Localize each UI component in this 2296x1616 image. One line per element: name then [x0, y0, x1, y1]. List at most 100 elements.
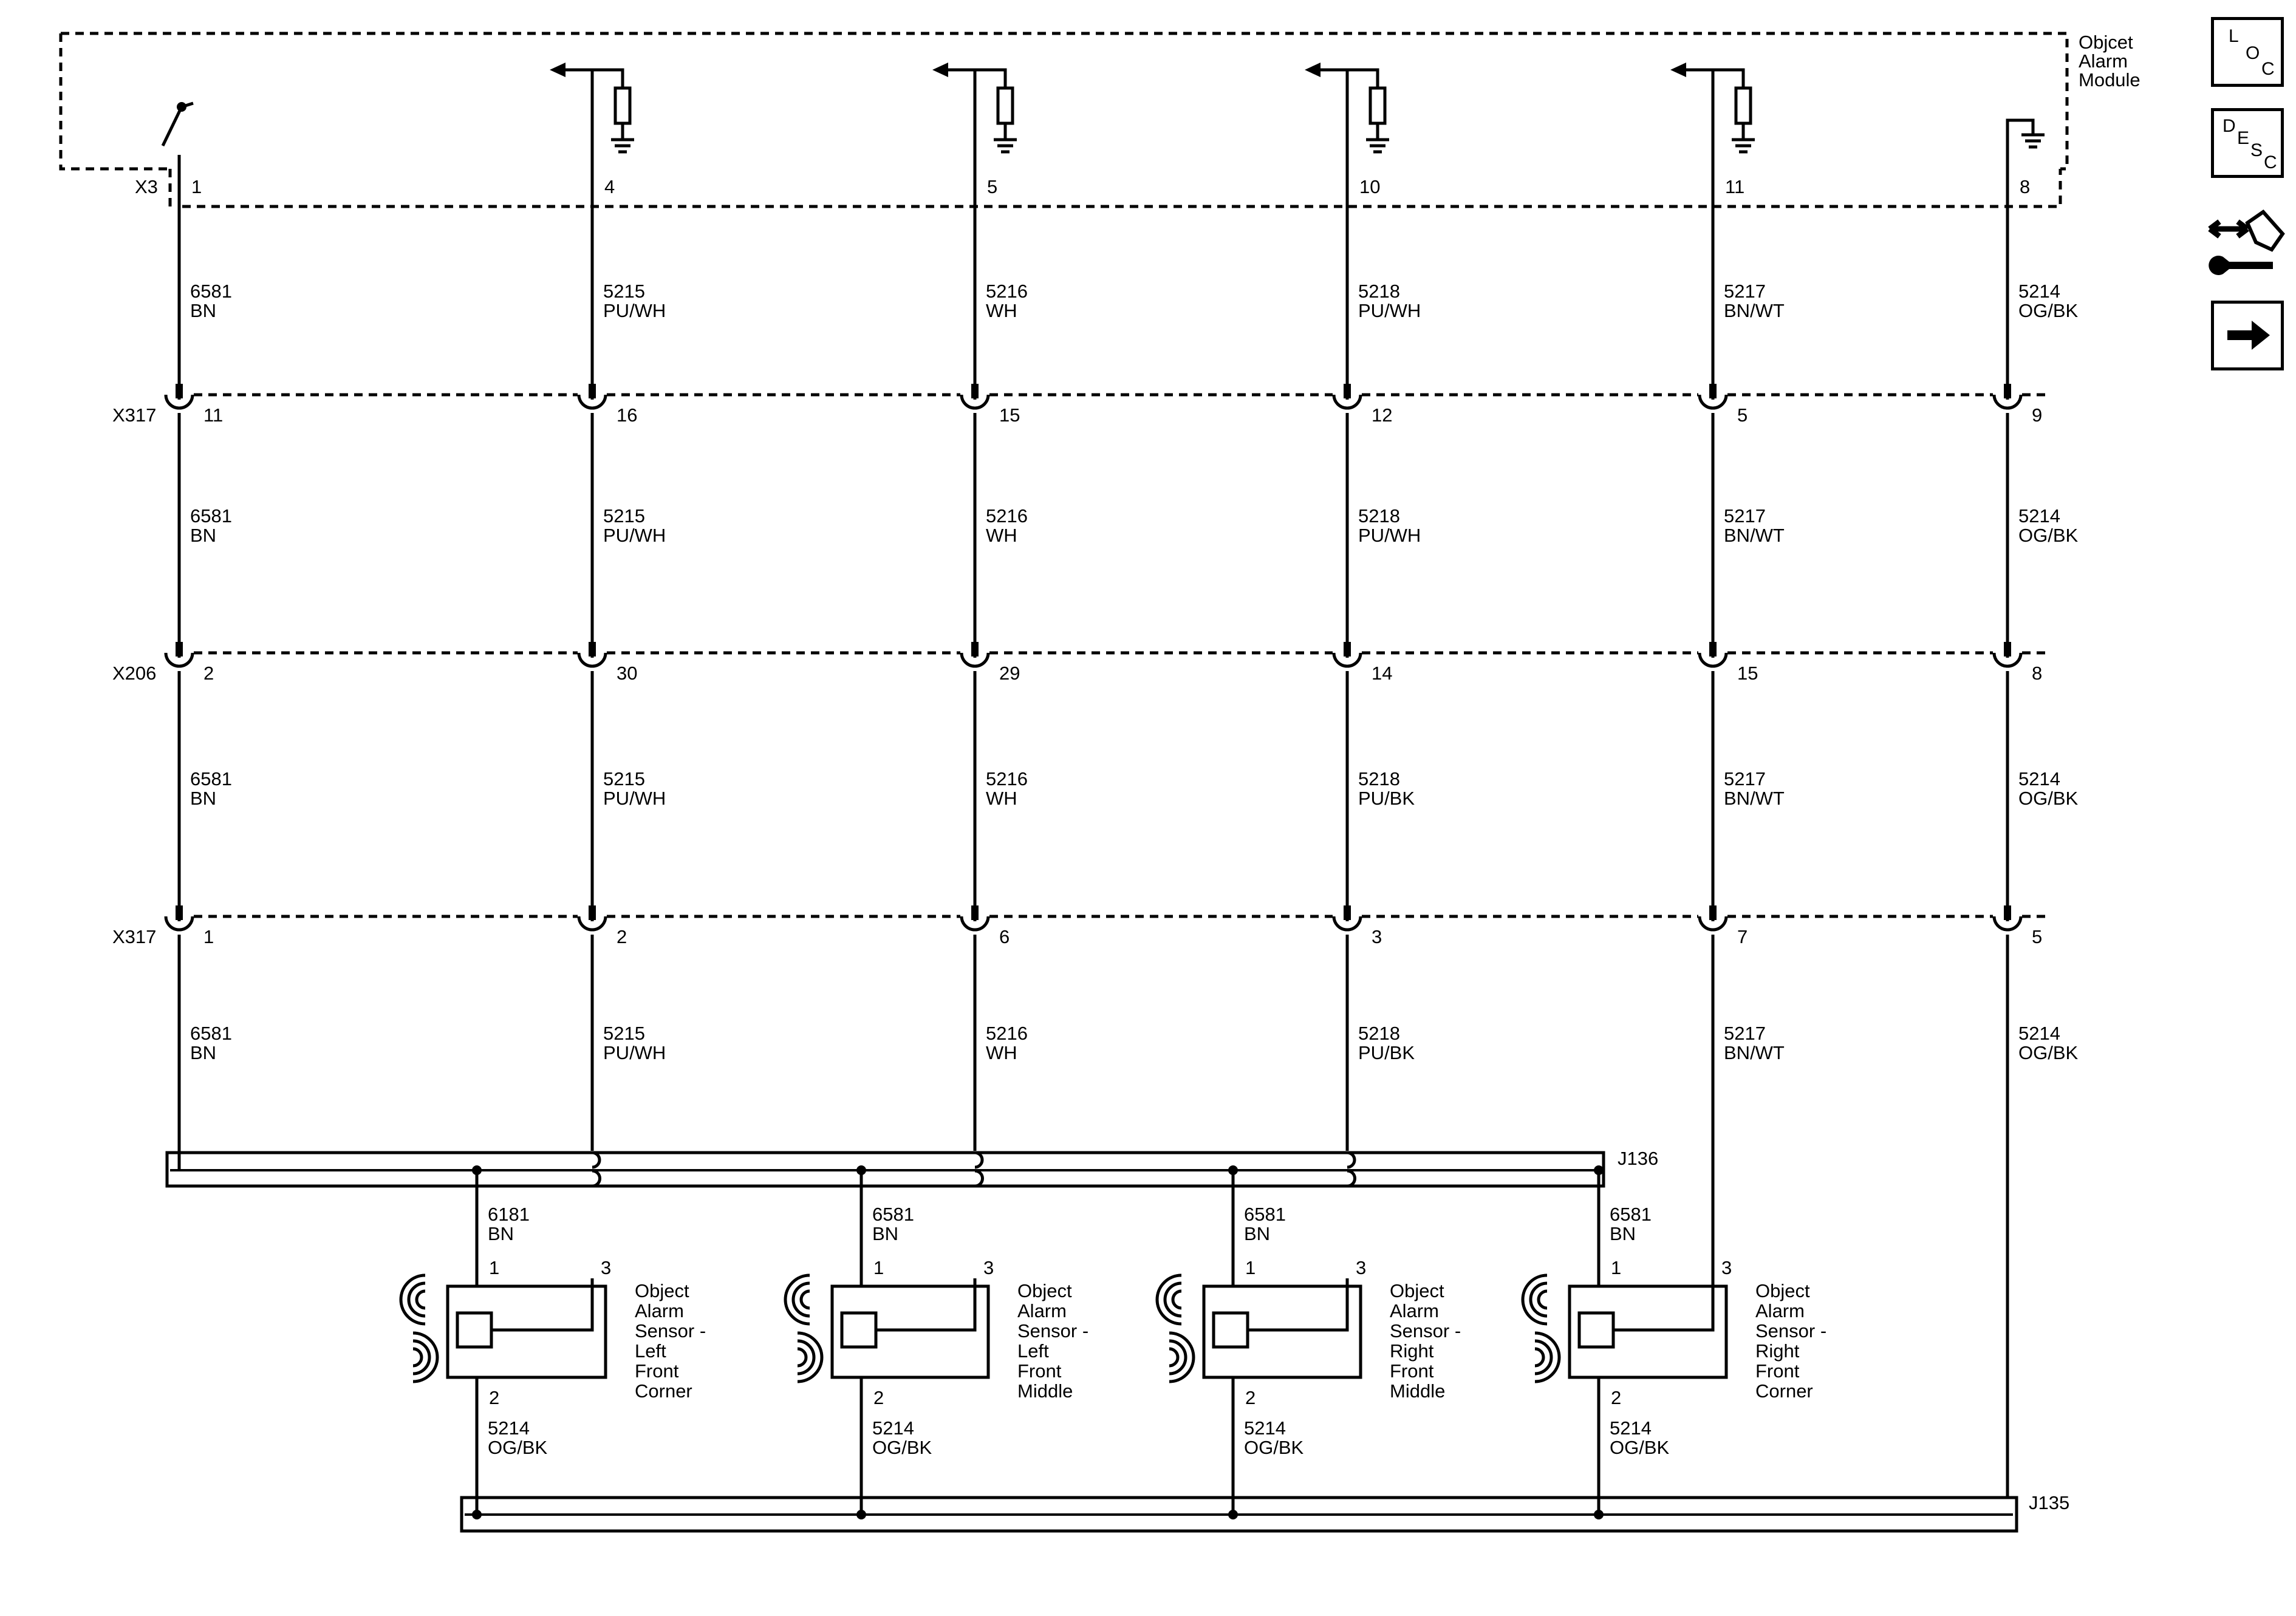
connector-pin-label: 30 — [617, 663, 637, 684]
wire-circuit-number: 5218 — [1358, 1023, 1400, 1044]
sensor-pin-3: 3 — [1356, 1257, 1366, 1278]
connector-cavity — [577, 384, 607, 410]
connector-cavity — [1698, 384, 1728, 410]
wire-color-code: WH — [986, 300, 1017, 321]
ultrasonic-wave-icon — [1155, 1273, 1195, 1383]
sensor-name-line: Sensor - — [1390, 1320, 1461, 1342]
wire-color-code: WH — [986, 788, 1017, 809]
sensor-name-line: Alarm — [1755, 1300, 1805, 1321]
module-name-line-1: Objcet — [2079, 32, 2133, 53]
sensor-name-line: Object — [1017, 1280, 1072, 1301]
sensor-output-circuit: 5214 — [872, 1417, 914, 1439]
description-letter-e: E — [2237, 128, 2250, 148]
sensor-input-color: BN — [488, 1223, 514, 1244]
wire-circuit-number: 5218 — [1358, 768, 1400, 789]
next-button[interactable] — [2211, 301, 2284, 370]
connector-pin-label: 9 — [2032, 404, 2042, 426]
sensor-pin-1: 1 — [1245, 1257, 1256, 1278]
sensor-name-line: Right — [1390, 1340, 1434, 1362]
sensor-output-color: OG/BK — [1244, 1437, 1304, 1458]
arrow-right-icon — [2227, 321, 2270, 350]
wire-color-code: OG/BK — [2018, 300, 2079, 321]
wire-color-code: PU/WH — [1358, 300, 1421, 321]
wire-color-code: PU/WH — [603, 300, 666, 321]
sensor-input-circuit: 6581 — [872, 1204, 914, 1225]
splice-j135-label: J135 — [2029, 1492, 2069, 1513]
connector-cavity — [1332, 642, 1362, 668]
sensor-input-circuit: 6581 — [1610, 1204, 1652, 1225]
description-button[interactable]: D E S C — [2211, 108, 2284, 178]
module-name-line-3: Module — [2079, 69, 2141, 90]
wire-circuit-number: 5214 — [2018, 768, 2060, 789]
wire-circuit-number: 5217 — [1724, 505, 1766, 527]
connector-label: X317 — [112, 926, 156, 947]
sensor-name-line: Front — [635, 1360, 679, 1382]
location-button[interactable]: L O C — [2211, 17, 2284, 87]
sensor-input-circuit: 6581 — [1244, 1204, 1286, 1225]
wire-circuit-number: 6581 — [190, 505, 232, 527]
pullup-resistor-symbol — [1670, 63, 1755, 328]
sensor-output-color: OG/BK — [872, 1437, 932, 1458]
description-letter-d: D — [2223, 116, 2236, 136]
sensor-pin-1: 1 — [489, 1257, 499, 1278]
connector-pin-label: 16 — [617, 404, 637, 426]
connector-cavity — [164, 905, 194, 932]
wire-color-code: PU/WH — [1358, 525, 1421, 546]
wire-circuit-number: 6581 — [190, 281, 232, 302]
connector-cavity — [164, 384, 194, 410]
connector-pin-label: 15 — [999, 404, 1020, 426]
sensor-pin-1: 1 — [873, 1257, 884, 1278]
connector-end-view-button[interactable] — [2205, 203, 2287, 282]
wire-color-code: BN/WT — [1724, 300, 1785, 321]
sensor-name-line: Alarm — [635, 1300, 684, 1321]
connector-pin-label: 11 — [203, 404, 223, 426]
wire-color-code: OG/BK — [2018, 788, 2079, 809]
wire-circuit-number: 5216 — [986, 281, 1028, 302]
wire-circuit-number: 5218 — [1358, 505, 1400, 527]
sensor-name-line: Alarm — [1017, 1300, 1067, 1321]
sensor-input-circuit: 6181 — [488, 1204, 530, 1225]
wire-circuit-number: 5215 — [603, 505, 645, 527]
sensor-input-color: BN — [872, 1223, 898, 1244]
wire-circuit-number: 5217 — [1724, 768, 1766, 789]
location-letter-o: O — [2246, 43, 2260, 63]
connector-pin-label: 8 — [2032, 663, 2042, 684]
sensor-name-line: Corner — [635, 1380, 692, 1402]
sensor-name-line: Sensor - — [1017, 1320, 1088, 1342]
connector-cavity — [960, 905, 990, 932]
sensor-pin-2: 2 — [489, 1387, 499, 1408]
wire-color-code: BN/WT — [1724, 788, 1785, 809]
connector-cavity — [960, 384, 990, 410]
sensor-output-circuit: 5214 — [1244, 1417, 1286, 1439]
sensor-pin-2: 2 — [873, 1387, 884, 1408]
sensor-pin-2: 2 — [1245, 1387, 1256, 1408]
wire-circuit-number: 5214 — [2018, 1023, 2060, 1044]
wire-circuit-number: 5214 — [2018, 281, 2060, 302]
wire-color-code: BN/WT — [1724, 525, 1785, 546]
sensor-name-line: Front — [1017, 1360, 1062, 1382]
switch-symbol — [161, 101, 194, 328]
wire-color-code: BN — [190, 1042, 216, 1063]
connector-end-view-icon — [2208, 210, 2285, 275]
wire-color-code: BN/WT — [1724, 1042, 1785, 1063]
connector-pin-label: 29 — [999, 663, 1020, 684]
x3-pin-label: 11 — [1725, 176, 1744, 197]
connector-cavity — [1992, 642, 2023, 668]
ultrasonic-wave-icon — [784, 1273, 824, 1383]
wire-circuit-number: 5215 — [603, 281, 645, 302]
wire-circuit-number: 5218 — [1358, 281, 1400, 302]
connector-cavity — [1992, 905, 2023, 932]
wire-circuit-number: 6581 — [190, 768, 232, 789]
module-name-line-2: Alarm — [2079, 50, 2128, 72]
wire-color-code: PU/BK — [1358, 788, 1415, 809]
sensor-name-line: Middle — [1390, 1380, 1445, 1402]
sensor-name-line: Sensor - — [635, 1320, 706, 1342]
sensor-input-color: BN — [1244, 1223, 1270, 1244]
wire-color-code: PU/WH — [603, 525, 666, 546]
connector-cavity — [1332, 905, 1362, 932]
wire-color-code: OG/BK — [2018, 1042, 2079, 1063]
module-ground — [2006, 118, 2045, 328]
x3-pin-label: 8 — [2020, 176, 2030, 197]
